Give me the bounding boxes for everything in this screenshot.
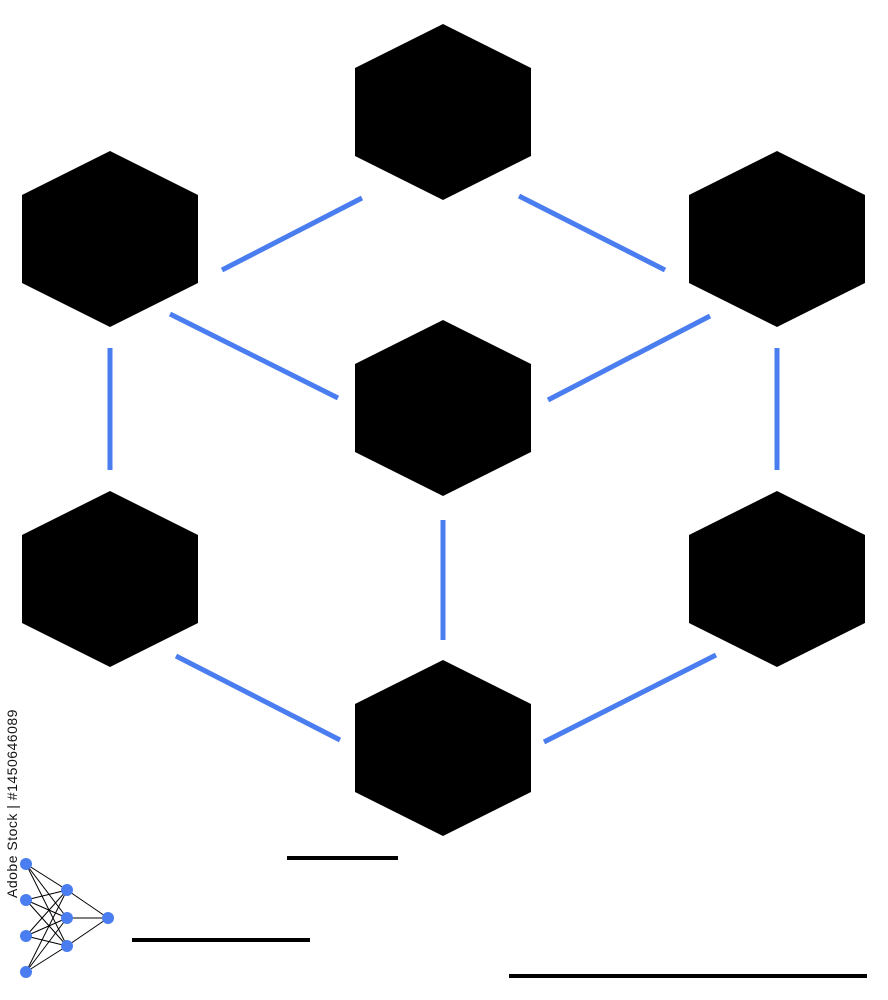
neural-node <box>20 894 32 906</box>
neural-node <box>61 940 73 952</box>
connector-upper-left-center <box>168 311 340 401</box>
neural-node <box>20 930 32 942</box>
neural-network-icon <box>20 858 114 978</box>
neural-node <box>61 912 73 924</box>
neural-node <box>20 966 32 978</box>
cube-icon <box>22 151 198 327</box>
cube-icon <box>355 660 531 836</box>
connectors <box>107 193 780 745</box>
cube-icon <box>355 24 531 200</box>
cube-icon <box>22 491 198 667</box>
connector-lower-right-bottom <box>542 652 718 745</box>
cube-icon <box>689 151 865 327</box>
neural-node <box>61 884 73 896</box>
connector-top-upper-left <box>220 195 364 273</box>
connector-lower-left-bottom <box>174 653 342 743</box>
connector-upper-right-center <box>546 313 712 403</box>
connector-top-upper-right <box>517 193 667 273</box>
neural-node <box>20 858 32 870</box>
neural-network-edges <box>25 863 109 973</box>
cube-icon <box>689 491 865 667</box>
cube-icon <box>355 320 531 496</box>
neural-node <box>102 912 114 924</box>
watermark-stock-id: Adobe Stock | #1450646089 <box>4 709 20 898</box>
